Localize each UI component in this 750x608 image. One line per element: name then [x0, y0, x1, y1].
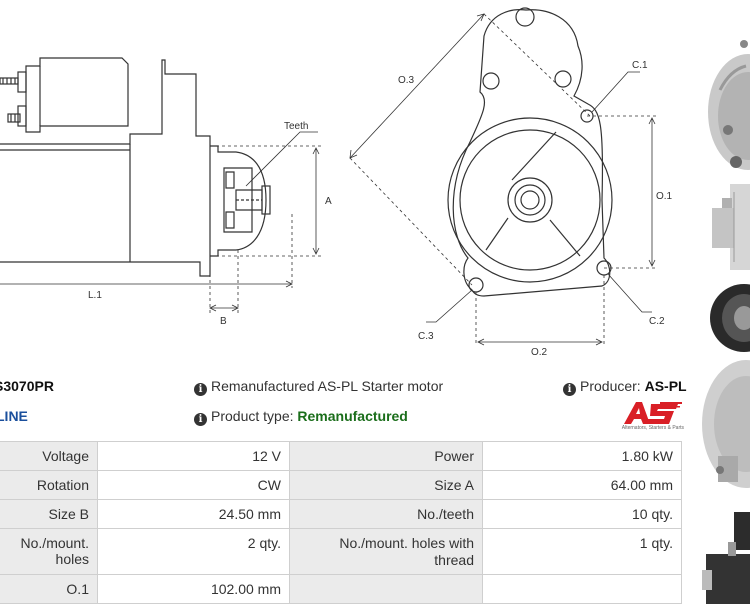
label-a: A [325, 196, 332, 207]
product-type: i Product type: Remanufactured [194, 408, 408, 426]
label-b: B [220, 316, 227, 327]
table-row: O.1 102.00 mm [0, 574, 682, 604]
description-text: Remanufactured AS-PL Starter motor [211, 378, 444, 394]
side-view [0, 57, 271, 277]
table-row: Size B 24.50 mm No./teeth 10 qty. [0, 499, 682, 529]
spec-label: Rotation [0, 470, 98, 500]
info-icon: i [194, 413, 207, 426]
starter-photo-side-icon [712, 184, 750, 270]
side-labels: Teeth A B L.1 [88, 121, 332, 327]
label-c1: C.1 [632, 60, 648, 71]
thumbnail-1[interactable] [700, 30, 750, 170]
starter-photo-full-icon [702, 512, 750, 604]
info-icon: i [194, 383, 207, 396]
product-description: i Remanufactured AS-PL Starter motor [194, 378, 443, 396]
spec-value: 1.80 kW [482, 441, 682, 471]
spec-value: 102.00 mm [97, 574, 290, 604]
producer: i Producer: AS-PL [563, 378, 687, 396]
info-icon: i [563, 383, 576, 396]
spec-label: O.1 [0, 574, 98, 604]
thumbnail-4[interactable] [700, 356, 750, 496]
spec-value: 24.50 mm [97, 499, 290, 529]
front-view [447, 7, 613, 297]
label-l1: L.1 [88, 290, 102, 301]
starter-photo-front-icon [708, 40, 750, 170]
thumbnail-3[interactable] [700, 282, 750, 352]
thumbnail-2[interactable] [700, 182, 750, 272]
spec-label: No./teeth [289, 499, 483, 529]
label-c2: C.2 [649, 316, 665, 327]
spec-label: Size B [0, 499, 98, 529]
product-code: S3070PR [0, 378, 54, 394]
table-row: Voltage 12 V Power 1.80 kW [0, 441, 682, 471]
as-logo-mark [624, 402, 682, 424]
spec-label: No./mount. holes with thread [289, 528, 483, 575]
thumbnail-strip [700, 0, 750, 608]
label-teeth: Teeth [284, 121, 308, 132]
product-type-label: Product type: [211, 408, 294, 424]
spec-label [289, 574, 483, 604]
spec-value [482, 574, 682, 604]
starter-photo-pinion-icon [710, 284, 750, 352]
label-c3: C.3 [418, 331, 434, 342]
producer-label: Producer: [580, 378, 641, 394]
thumbnail-5[interactable] [700, 506, 750, 608]
side-dimensions [0, 131, 322, 316]
front-labels: O.3 O.1 O.2 C.1 C.2 C.3 [398, 60, 673, 358]
product-line[interactable]: LINE [0, 408, 28, 424]
label-o1: O.1 [656, 191, 673, 202]
as-pl-logo: Alternators, Starters & Parts [606, 400, 684, 434]
spec-value: 12 V [97, 441, 290, 471]
table-row: No./mount. holes 2 qty. No./mount. holes… [0, 528, 682, 575]
table-row: Rotation CW Size A 64.00 mm [0, 470, 682, 500]
front-dimensions [349, 13, 658, 346]
spec-value: 1 qty. [482, 528, 682, 575]
spec-label: Size A [289, 470, 483, 500]
spec-value: 2 qty. [97, 528, 290, 575]
product-type-value: Remanufactured [297, 408, 408, 424]
spec-value: 10 qty. [482, 499, 682, 529]
spec-value: CW [97, 470, 290, 500]
specs-table: Voltage 12 V Power 1.80 kW Rotation CW S… [0, 441, 682, 604]
spec-value: 64.00 mm [482, 470, 682, 500]
label-o3: O.3 [398, 75, 415, 86]
producer-value: AS-PL [644, 378, 687, 394]
starter-photo-housing-icon [702, 360, 750, 488]
spec-label: No./mount. holes [0, 528, 98, 575]
label-o2: O.2 [531, 347, 548, 358]
spec-label: Power [289, 441, 483, 471]
spec-label: Voltage [0, 441, 98, 471]
logo-tagline: Alternators, Starters & Parts [621, 425, 684, 431]
technical-drawing: Teeth A B L.1 [0, 7, 673, 358]
